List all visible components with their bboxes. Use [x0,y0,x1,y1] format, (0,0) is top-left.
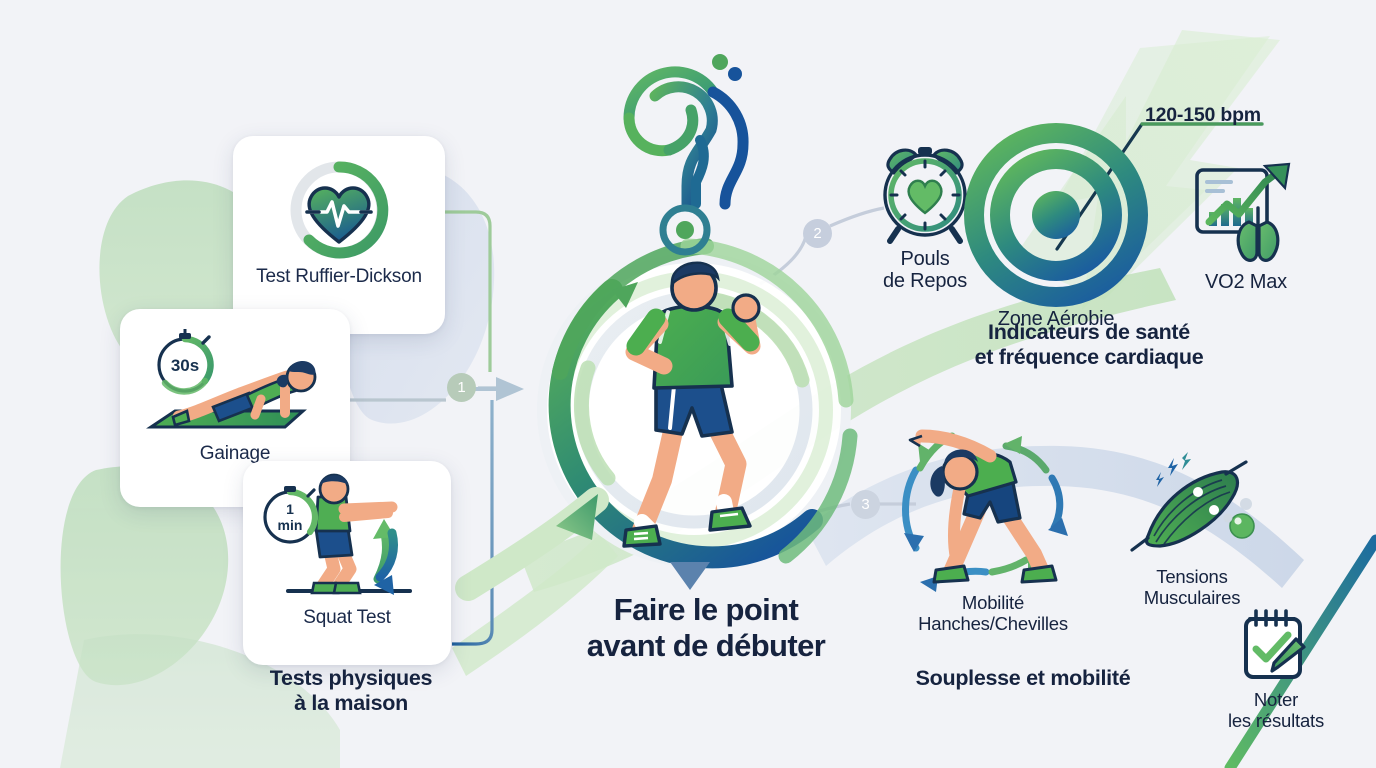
entry-arrow-green [455,487,609,601]
background-arrow-lower-left [452,534,618,676]
label-pouls-de-repos: Pouls de Repos [882,248,967,293]
ring-arrow-bottom [670,562,710,590]
label-mobilite: Mobilité Hanches/Chevilles [918,592,1068,634]
group-zone-aerobie: Zone Aérobie [956,123,1156,330]
center-figure [590,261,804,568]
side-stretch-icon [908,429,1058,584]
section-title-tests-physiques: Tests physiques à la maison [269,666,433,716]
plank-exercise-icon: 30s [146,329,317,429]
card-label-gainage: Gainage [199,443,271,464]
label-zone-aerobie: Zone Aérobie [997,308,1115,330]
svg-text:1: 1 [286,501,294,517]
connector-cards-to-step1 [350,210,500,646]
squat-exercise-icon: 1 min [263,473,412,595]
card-label-squat: Squat Test [303,607,391,628]
card-label-ruffier: Test Ruffier-Dickson [256,266,422,287]
group-pouls-de-repos: Pouls de Repos [860,139,990,293]
group-vo2-max: VO2 Max [1182,160,1310,293]
card-squat-test[interactable]: 1 min Squat Test [243,461,451,665]
label-noter-resultats: Noter les résultats [1227,689,1325,731]
corner-gradient-line [1224,534,1376,768]
svg-text:min: min [278,517,303,533]
group-noter-resultats: Noter les résultats [1215,605,1337,731]
question-mark-icon [623,54,749,210]
center-headline: Faire le point avant de débuter [586,592,826,664]
alarm-clock-heart-icon [883,147,967,244]
notepad-pencil-check-icon [1244,609,1306,679]
bpm-callout: 120-150 bpm [1145,104,1261,126]
section-title-indicateurs-sante: Indicateurs de santé et fréquence cardia… [974,320,1204,370]
bpm-leader-line [1055,122,1264,251]
exercising-man-icon [622,261,761,548]
step-badge-2: 2 [803,219,832,248]
ring-arrow-top [612,282,638,308]
heart-pulse-ring-icon [290,161,389,259]
chart-lungs-icon [1195,162,1291,262]
step-badge-1: 1 [447,373,476,402]
group-tensions-musculaires: Tensions Musculaires [1112,452,1272,608]
timer-value-gainage: 30s [171,356,199,375]
step-badge-3: 3 [851,490,880,519]
muscle-tension-icon [1130,452,1255,552]
target-rings-icon [964,123,1148,307]
target-dot-icon [659,204,711,256]
card-test-ruffier-dickson[interactable]: Test Ruffier-Dickson [233,136,445,334]
label-vo2-max: VO2 Max [1205,271,1287,293]
group-mobilite: Mobilité Hanches/Chevilles [888,422,1098,634]
section-title-souplesse-mobilite: Souplesse et mobilité [915,666,1131,690]
label-tensions-musculaires: Tensions Musculaires [1143,566,1241,608]
